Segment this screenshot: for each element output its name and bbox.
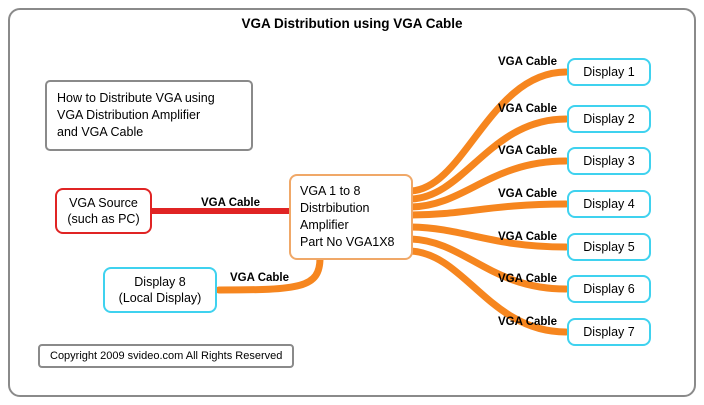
display-3-label: Display 3 [583,154,635,168]
display-5-label: Display 5 [583,240,635,254]
info-note-box: How to Distribute VGA using VGA Distribu… [45,80,253,151]
display-1-box: Display 1 [567,58,651,86]
copyright-text: Copyright 2009 svideo.com All Rights Res… [50,350,283,362]
cable-display-6 [407,235,570,293]
display-8-box: Display 8 (Local Display) [103,267,217,313]
vga-cable-label-3: VGA Cable [498,145,558,157]
vga-source-box: VGA Source (such as PC) [55,188,152,234]
vga-cable-label-7: VGA Cable [498,316,558,328]
vga-cable-label-source: VGA Cable [201,197,261,209]
display-2-label: Display 2 [583,112,635,126]
vga-source-line-2: (such as PC) [67,212,140,226]
display-8-line-2: (Local Display) [118,291,202,305]
page-title: VGA Distribution using VGA Cable [241,16,463,31]
vga-cable-label-local: VGA Cable [230,272,290,284]
cable-display-5 [407,223,570,251]
cable-display-8 [215,254,324,294]
display-3-box: Display 3 [567,147,651,175]
vga-cable-label-5: VGA Cable [498,231,558,243]
display-4-box: Display 4 [567,190,651,218]
display-8-line-1: Display 8 [134,274,186,289]
cable-display-4 [407,200,570,219]
vga-cable-label-4: VGA Cable [498,188,558,200]
display-5-box: Display 5 [567,233,651,261]
display-6-box: Display 6 [567,275,651,303]
vga-cable-label-6: VGA Cable [498,273,558,285]
info-line-1: How to Distribute VGA using [57,91,215,105]
display-2-box: Display 2 [567,105,651,133]
display-7-label: Display 7 [583,325,635,339]
amplifier-line-2: Distrbibution [300,200,370,215]
vga-cable-label-2: VGA Cable [498,103,558,115]
info-line-2: VGA Distribution Amplifier [57,107,201,122]
cable-display-2 [407,115,570,203]
amplifier-box: VGA 1 to 8 Distrbibution Amplifier Part … [289,174,413,260]
display-1-label: Display 1 [583,65,635,79]
info-line-3: and VGA Cable [57,124,144,139]
cable-display-3 [407,157,570,211]
amplifier-line-3: Amplifier [300,217,349,232]
copyright-box: Copyright 2009 svideo.com All Rights Res… [38,344,295,368]
amplifier-line-4: Part No VGA1X8 [300,234,395,249]
vga-source-line-1: VGA Source [69,195,138,210]
cable-display-7 [407,247,570,336]
amplifier-line-1: VGA 1 to 8 [300,184,361,198]
cable-display-1 [407,68,570,195]
display-6-label: Display 6 [583,282,635,296]
display-7-box: Display 7 [567,318,651,346]
display-4-label: Display 4 [583,197,635,211]
vga-cable-label-1: VGA Cable [498,56,558,68]
